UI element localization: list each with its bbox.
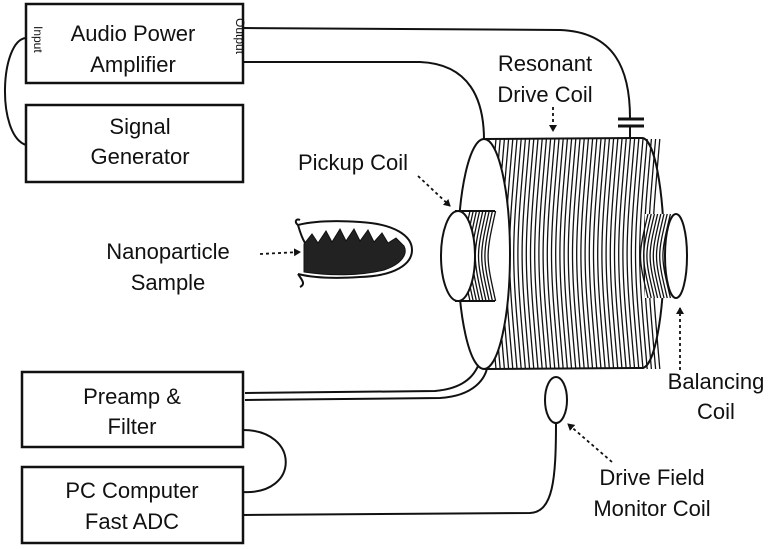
pickup-coil-arrow	[417, 175, 451, 207]
pc-computer-box: PC Computer Fast ADC	[20, 465, 245, 545]
monitor-coil-label-2: Monitor Coil	[593, 496, 710, 521]
amplifier-box: Audio Power Amplifier Input Output	[24, 2, 247, 85]
resonant-drive-coil-label-1: Resonant	[498, 51, 592, 76]
signal-generator-label-1: Signal	[109, 114, 170, 139]
resonant-drive-coil-label-2: Drive Coil	[497, 82, 592, 107]
pickup-coil	[440, 210, 497, 302]
preamp-label-1: Preamp &	[83, 384, 181, 409]
amp-output-wire-top	[242, 27, 631, 119]
amp-output-wire-bottom	[243, 61, 485, 141]
nanoparticle-label-2: Sample	[131, 270, 206, 295]
signal-generator-label-2: Generator	[90, 144, 189, 169]
amplifier-input-label: Input	[31, 26, 45, 53]
balancing-coil-label-2: Coil	[697, 399, 735, 424]
amplifier-output-label: Output	[233, 18, 247, 55]
generator-to-amplifier-wire	[4, 37, 27, 146]
amplifier-label-2: Amplifier	[90, 52, 176, 77]
capacitor-symbol	[618, 117, 644, 128]
signal-generator-box: Signal Generator	[24, 103, 245, 184]
preamp-label-2: Filter	[108, 414, 157, 439]
nanoparticle-sample-tube	[294, 218, 414, 288]
sample-arrow	[259, 248, 301, 257]
balancing-coil	[639, 213, 688, 299]
amplifier-label-1: Audio Power	[71, 21, 196, 46]
pickup-coil-label: Pickup Coil	[298, 150, 408, 175]
monitor-coil	[544, 376, 568, 424]
pc-label-1: PC Computer	[65, 478, 198, 503]
preamp-to-pc-wire	[242, 429, 287, 494]
nanoparticle-label-1: Nanoparticle	[106, 239, 230, 264]
pc-to-monitor-wire	[242, 421, 557, 516]
coil-windings	[487, 138, 661, 370]
monitor-coil-arrow	[567, 423, 613, 463]
resonant-drive-coil	[457, 137, 665, 370]
balancing-coil-label-1: Balancing	[668, 369, 765, 394]
monitor-coil-label-1: Drive Field	[599, 465, 704, 490]
preamp-box: Preamp & Filter	[20, 370, 245, 449]
pc-label-2: Fast ADC	[85, 509, 179, 534]
